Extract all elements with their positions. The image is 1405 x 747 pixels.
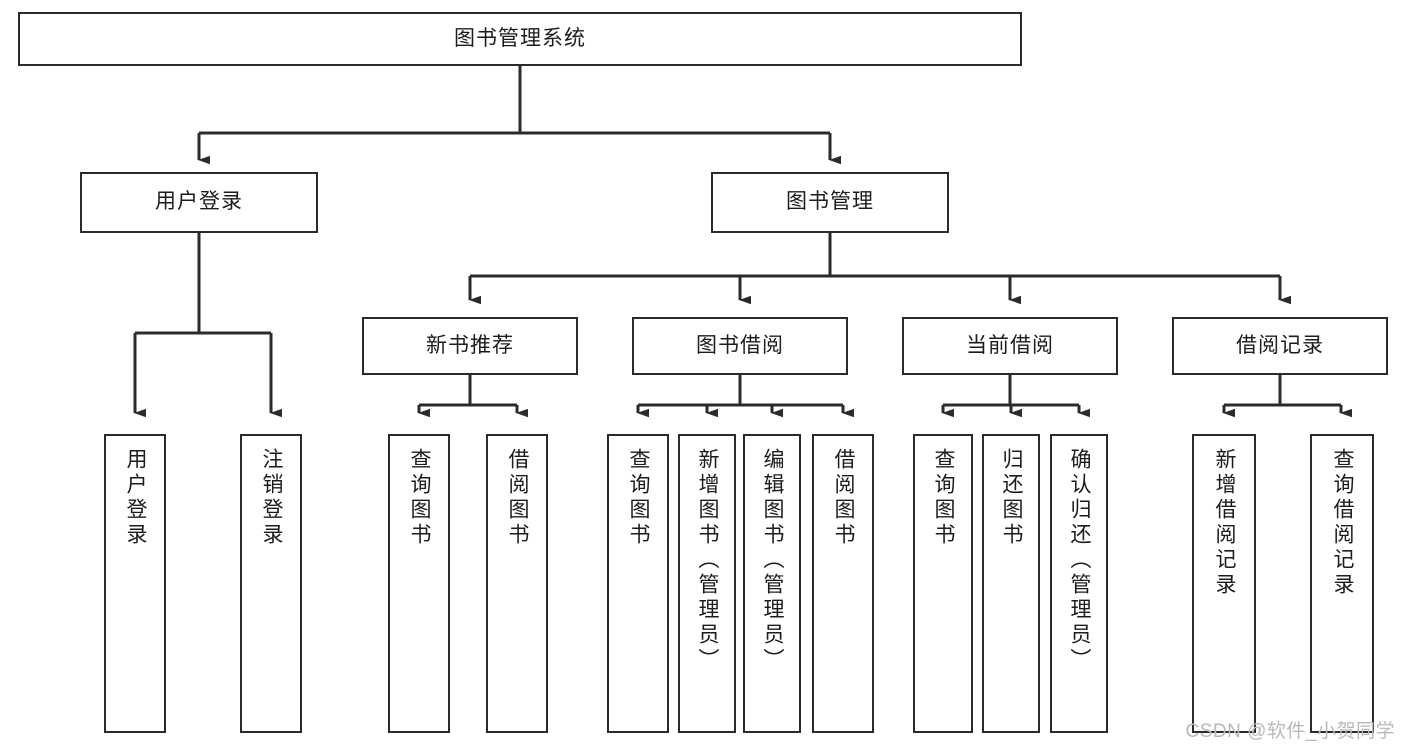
node-label: 查询图书: [932, 448, 956, 548]
node-leaf-query-borrow-record[interactable]: 查询借阅记录: [1310, 434, 1374, 733]
node-leaf-add-borrow-record[interactable]: 新增借阅记录: [1192, 434, 1256, 733]
node-leaf-query-book-borrow[interactable]: 查询图书: [607, 434, 669, 733]
node-user-login[interactable]: 用户登录: [80, 172, 318, 233]
node-label: 借阅图书: [832, 448, 856, 548]
node-current-borrow[interactable]: 当前借阅: [902, 317, 1118, 375]
node-leaf-query-book-current[interactable]: 查询图书: [913, 434, 973, 733]
node-label: 图书管理系统: [454, 26, 586, 50]
node-label: 确认归还（管理员）: [1068, 448, 1092, 673]
node-label: 图书借阅: [696, 333, 784, 357]
node-label: 新增借阅记录: [1213, 448, 1237, 598]
node-label: 编辑图书（管理员）: [761, 448, 785, 673]
node-label: 查询图书: [627, 448, 651, 548]
node-new-book-recommend[interactable]: 新书推荐: [362, 317, 578, 375]
node-leaf-confirm-return-admin[interactable]: 确认归还（管理员）: [1050, 434, 1108, 733]
node-label: 用户登录: [124, 448, 148, 548]
node-label: 归还图书: [1000, 448, 1024, 548]
node-label: 用户登录: [155, 190, 243, 214]
node-leaf-borrow-book-recommend[interactable]: 借阅图书: [486, 434, 548, 733]
watermark-text: CSDN @软件_小贺同学: [1185, 721, 1395, 742]
node-leaf-add-book-admin[interactable]: 新增图书（管理员）: [678, 434, 736, 733]
node-label: 借阅记录: [1236, 333, 1324, 357]
node-borrow-record[interactable]: 借阅记录: [1172, 317, 1388, 375]
node-leaf-edit-book-admin[interactable]: 编辑图书（管理员）: [743, 434, 801, 733]
node-label: 查询借阅记录: [1331, 448, 1355, 598]
node-leaf-borrow-book[interactable]: 借阅图书: [812, 434, 874, 733]
node-leaf-user-login[interactable]: 用户登录: [104, 434, 166, 733]
node-label: 新书推荐: [426, 333, 514, 357]
node-label: 新增图书（管理员）: [696, 448, 720, 673]
node-leaf-return-book[interactable]: 归还图书: [982, 434, 1040, 733]
node-label: 借阅图书: [506, 448, 530, 548]
node-label: 当前借阅: [966, 333, 1054, 357]
node-book-management[interactable]: 图书管理: [711, 172, 949, 233]
node-label: 注销登录: [260, 448, 284, 548]
node-book-borrow[interactable]: 图书借阅: [632, 317, 848, 375]
node-label: 图书管理: [786, 190, 874, 214]
node-leaf-query-book-recommend[interactable]: 查询图书: [388, 434, 450, 733]
node-label: 查询图书: [408, 448, 432, 548]
node-root-book-management-system[interactable]: 图书管理系统: [18, 12, 1022, 66]
node-leaf-logout[interactable]: 注销登录: [240, 434, 302, 733]
